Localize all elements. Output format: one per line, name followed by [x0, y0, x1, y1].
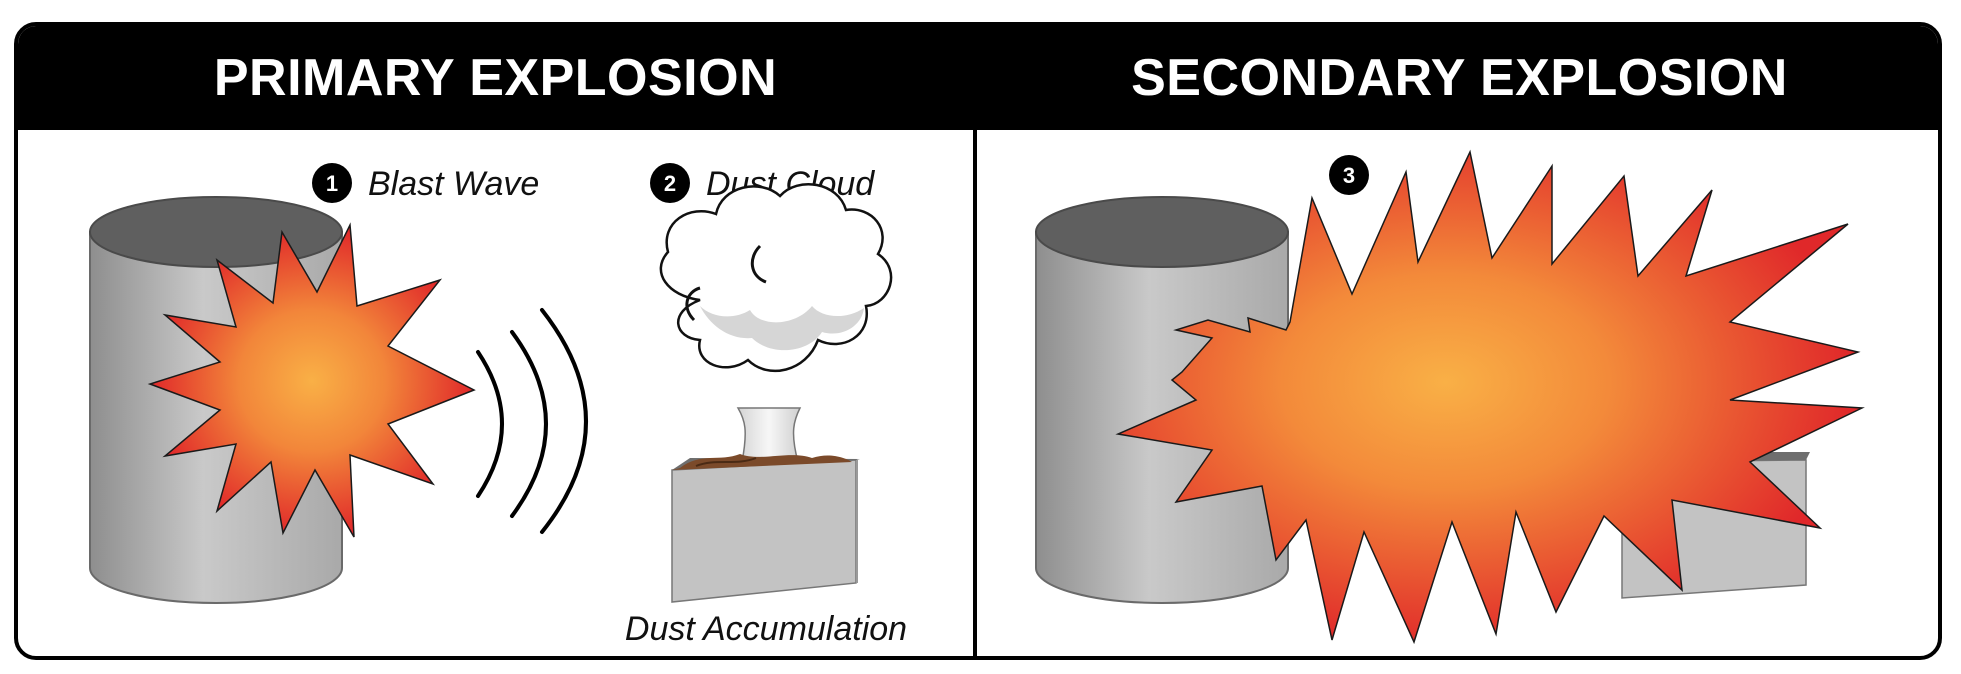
secondary-explosion-title: SECONDARY EXPLOSION	[1131, 49, 1788, 107]
step-1-marker: 1	[312, 163, 352, 203]
step-3-number: 3	[1343, 163, 1355, 188]
blast-wave-arcs	[476, 308, 588, 534]
step-2-marker: 2	[650, 163, 690, 203]
dust-accumulation-label: Dust Accumulation	[625, 610, 907, 648]
secondary-explosion-burst	[1115, 149, 1865, 645]
panel-divider	[973, 126, 977, 656]
step-3-marker: 3	[1329, 155, 1369, 195]
step-1-number: 1	[326, 171, 338, 196]
header-bar: PRIMARY EXPLOSION SECONDARY EXPLOSION	[18, 26, 1938, 130]
primary-explosion-burst	[147, 222, 476, 538]
blast-wave-label: Blast Wave	[368, 165, 539, 203]
dust-cloud	[659, 182, 893, 463]
dust-accumulation-box	[671, 454, 860, 603]
step-2-number: 2	[664, 171, 676, 196]
primary-explosion-title: PRIMARY EXPLOSION	[213, 49, 778, 107]
